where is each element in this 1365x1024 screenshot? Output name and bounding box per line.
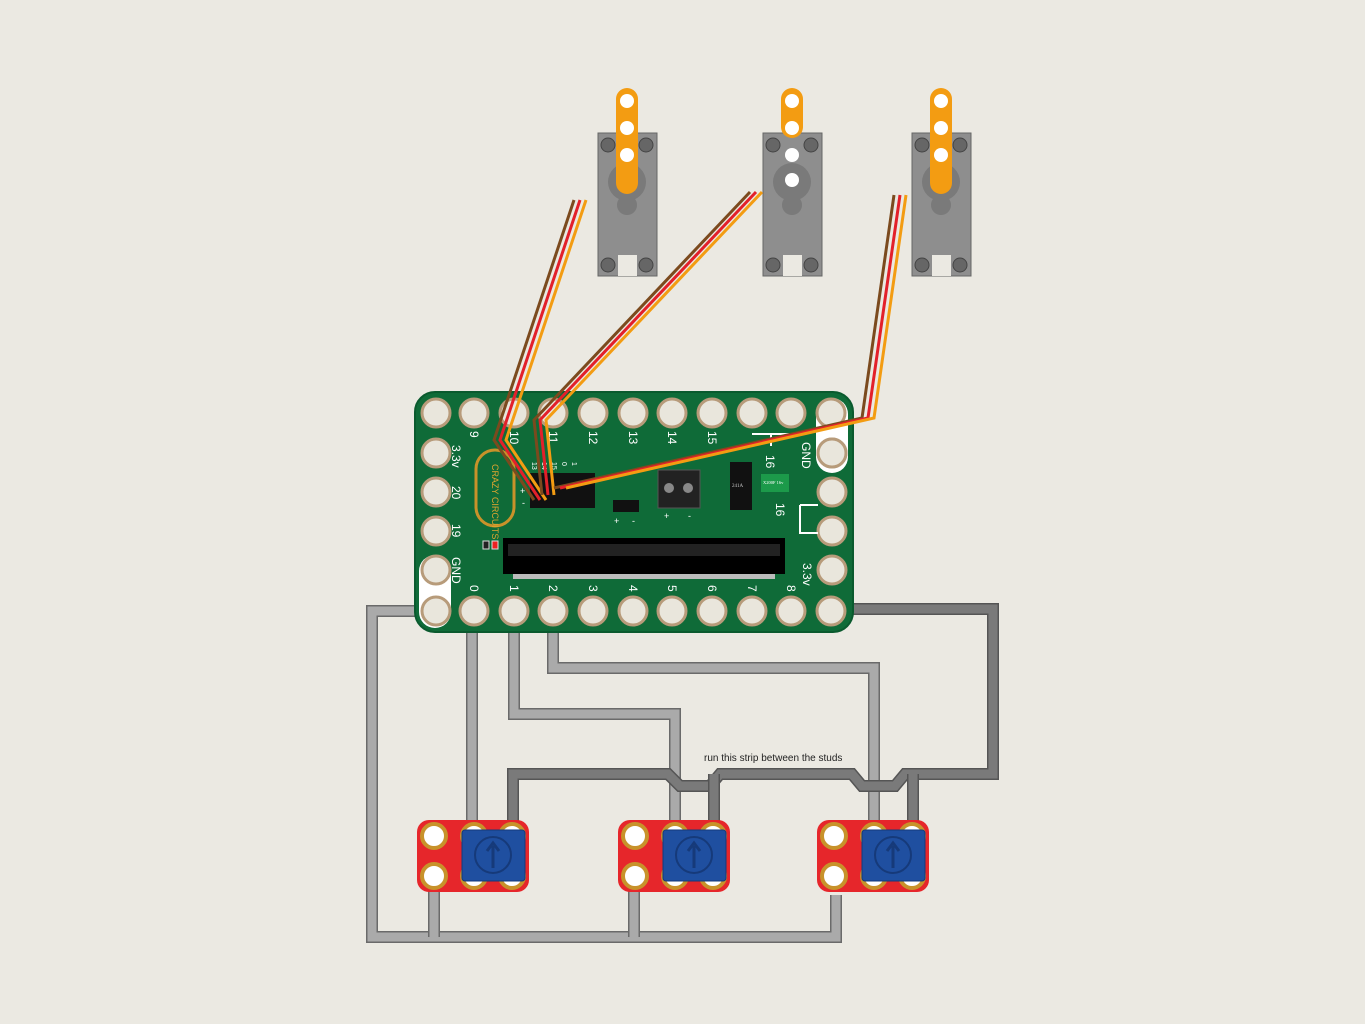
pad [775, 397, 807, 429]
polarity-label: + [664, 511, 669, 521]
pin-label: 7 [745, 585, 759, 592]
header-label: 0 [560, 462, 567, 466]
pad [816, 476, 848, 508]
polarity-label: + [520, 486, 525, 496]
pad [498, 595, 530, 627]
pad [696, 595, 728, 627]
pin-label: 6 [705, 585, 719, 592]
servo [911, 88, 972, 277]
potentiometer [618, 820, 730, 892]
strip-note: run this strip between the studs [704, 753, 842, 764]
servo-horn [616, 88, 638, 194]
brand-logo: CRAZY CIRCUITS [490, 464, 500, 539]
polarity-label: - [632, 516, 635, 526]
pin-label: 5 [665, 585, 679, 592]
wire [492, 199, 576, 501]
pin-label: 12 [586, 431, 600, 445]
pad [420, 397, 452, 429]
pin-label: 1 [507, 585, 521, 592]
wire [544, 190, 764, 496]
header-label: 15 [550, 462, 557, 470]
pad [815, 595, 847, 627]
pad [420, 437, 452, 469]
potentiometers [417, 820, 929, 892]
chip-label: 241A [732, 484, 744, 489]
pad [736, 595, 768, 627]
pin-label: 9 [467, 431, 481, 438]
pad [577, 397, 609, 429]
pad [696, 397, 728, 429]
pin-label: 3.3v [449, 445, 463, 468]
pad [816, 554, 848, 586]
pin-label: 10 [507, 431, 521, 445]
pad [577, 595, 609, 627]
polarity-label: - [522, 498, 525, 508]
servos [597, 88, 972, 277]
pin-label: 20 [449, 486, 463, 500]
arrow-icon [686, 840, 702, 868]
pad [420, 515, 452, 547]
pin-label: 8 [784, 585, 798, 592]
wire [532, 190, 752, 496]
pin-label: 15 [705, 431, 719, 445]
pin-label: 16 [773, 503, 787, 517]
pin-label: 0 [467, 585, 481, 592]
header-label: 1 [570, 462, 577, 466]
servo-horn [930, 88, 952, 194]
conductive-tape-strips [366, 603, 999, 943]
pad [816, 515, 848, 547]
pad [537, 595, 569, 627]
potentiometer [417, 820, 529, 892]
pad [656, 397, 688, 429]
arrow-icon [485, 840, 501, 868]
pad [736, 397, 768, 429]
pin-label: 3 [586, 585, 600, 592]
servo-wires [492, 190, 908, 501]
pin-label: 14 [665, 431, 679, 445]
servo [597, 88, 658, 277]
pin-label: GND [449, 557, 463, 584]
pad [458, 397, 490, 429]
pad [420, 476, 452, 508]
pin-label: 2 [546, 585, 560, 592]
pad [617, 397, 649, 429]
polarity-label: + [614, 516, 619, 526]
pad [420, 595, 452, 627]
polarity-label: - [688, 511, 691, 521]
fuse-label: X200F 16v [763, 480, 784, 485]
pad [775, 595, 807, 627]
wire [504, 199, 588, 501]
servo [762, 88, 823, 277]
pin-label: 3.3v [800, 563, 814, 586]
pad [816, 437, 848, 469]
arrow-icon [885, 840, 901, 868]
pin-label: GND [799, 442, 813, 469]
pin-label: 16 [763, 455, 777, 469]
pad [656, 595, 688, 627]
pad [458, 595, 490, 627]
header-label: 13 [530, 462, 537, 470]
pad [617, 595, 649, 627]
potentiometer [817, 820, 929, 892]
wire [565, 194, 908, 490]
wire [498, 199, 582, 501]
pin-label: 13 [626, 431, 640, 445]
wire [538, 190, 758, 496]
pin-label: 4 [626, 585, 640, 592]
pad [420, 554, 452, 586]
pin-label: 19 [449, 524, 463, 538]
